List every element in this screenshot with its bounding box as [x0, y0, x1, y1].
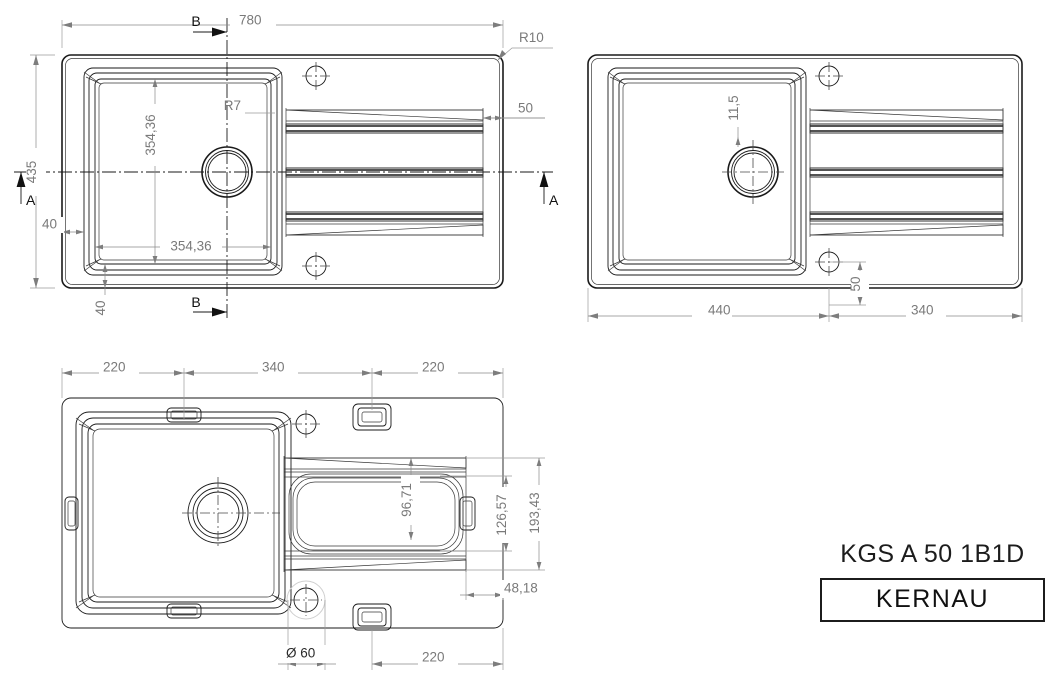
dim-label-edge-left: 40: [42, 217, 57, 232]
fixing-hole-bottom: [302, 252, 330, 280]
fixing3-hole-top: [292, 410, 320, 438]
dim-label-435: 435: [24, 161, 39, 184]
dim-label-mid-height: 126,57: [494, 494, 509, 535]
bowl2-corner-bevel-br: [788, 258, 807, 272]
bowl2-corner-bevel-bl: [607, 258, 626, 272]
bowl-corner-bevel-tl: [83, 71, 102, 85]
bowl-corner-bevel-tr: [264, 71, 283, 85]
sink-outer-body: [61, 54, 504, 289]
bowl-wall: [94, 78, 272, 265]
drainer-grooves: [285, 108, 484, 237]
view-second-plan: 11,5 440 340 50: [587, 54, 1023, 322]
dim-outer-height-19343: 193,43: [466, 457, 549, 571]
brand-logo-text: KERNAU: [875, 585, 990, 613]
section-mark-a-right: A: [539, 172, 559, 208]
view-bottom-plan: 220 340 220 96,71: [61, 360, 549, 670]
mounting-clip-right: [459, 496, 476, 531]
dim-label-bowl-span: 440: [708, 303, 731, 318]
dim-label-right-span: 220: [422, 360, 445, 375]
dim-overall-height-435: 435: [24, 54, 55, 289]
dim-label-bowl-width: 354,36: [170, 239, 211, 254]
bowl-corner-bevel-br: [264, 258, 283, 272]
dim-drainer-span-340: 340: [829, 288, 1023, 322]
dim-label-inner-height: 96,71: [399, 483, 414, 517]
bowl-rim-inner: [88, 72, 278, 271]
bowl2-floor: [622, 82, 792, 261]
dim-label-drainer-span: 340: [911, 303, 934, 318]
dim-label-hole-offset: 50: [848, 276, 863, 291]
dim-edge-bottom-40: 40: [93, 264, 114, 321]
dim-label-780: 780: [239, 13, 262, 28]
bowl3-corner-bevel-tr: [271, 417, 292, 432]
mounting-clip-bottom-outer: [352, 603, 392, 631]
section-label-a-right: A: [549, 192, 559, 208]
sink3-outer-body: [61, 397, 504, 629]
bowl-corner-bevel-bl: [83, 258, 102, 272]
mounting-clip-left: [64, 496, 79, 531]
section-label-b-bottom: B: [191, 294, 200, 310]
bowl3-corner-bevel-bl: [75, 594, 96, 609]
dim-bowl-width-35436: 354,36: [95, 238, 271, 256]
sink2-outer-body: [587, 54, 1023, 289]
fixing2-hole-top: [815, 62, 843, 90]
dim-label-drain-offset: 11,5: [726, 95, 741, 120]
dim-label-r10: R10: [519, 30, 544, 45]
bowl2-corner-bevel-tr: [788, 71, 807, 85]
fixing-hole-top: [302, 62, 330, 90]
title-block: KGS A 50 1B1D KERNAU: [820, 540, 1045, 622]
bowl3-corner-bevel-tl: [75, 417, 96, 432]
bowl3-rim-outer: [75, 411, 292, 615]
brand-box: KERNAU: [820, 578, 1045, 622]
drainer2-grooves: [809, 108, 1004, 237]
bowl2-corner-bevel-tl: [607, 71, 626, 85]
dim-edge-left-40: 40: [40, 217, 84, 235]
bowl-rim-outer: [83, 67, 283, 276]
dim-label-outer-height: 193,43: [527, 492, 542, 533]
bowl3-rim-inner: [81, 417, 286, 609]
dim-overall-width-780: 780: [61, 13, 504, 48]
dim-label-tap-hole: Ø 60: [286, 646, 315, 661]
dim-bottom-top-row: 220 340 220: [61, 360, 504, 420]
drainer3-underside: [283, 456, 467, 572]
dim-bowl-span-440: 440: [587, 288, 830, 322]
dim-bowl-height-35436: 354,36: [143, 79, 165, 264]
callout-r7: R7: [224, 98, 275, 114]
model-designation: KGS A 50 1B1D: [840, 540, 1025, 568]
dim-inner-height-9671: 96,71: [399, 458, 420, 540]
dim-label-left-span: 220: [103, 360, 126, 375]
view-top-plan: 780 435 354,36 354,36: [14, 13, 559, 321]
bowl2-wall: [618, 78, 796, 265]
section-mark-a-left: A: [16, 172, 36, 208]
callout-r10: R10: [497, 30, 553, 61]
dim-hole-offset-50: 50: [829, 261, 869, 306]
dim-drain-offset-115: 11,5: [726, 93, 746, 147]
dim-label-mid-span: 340: [262, 360, 285, 375]
dim-tap-hole-d60: Ø 60: [278, 600, 336, 670]
section-label-b-top: B: [191, 13, 200, 29]
dim-label-offset-right: 48,18: [504, 581, 538, 596]
sink2-outer-body-inner-offset: [591, 58, 1019, 285]
dim-label-groove-offset: 50: [518, 101, 533, 116]
dim-groove-offset-50: 50: [483, 100, 545, 121]
dim-label-bottom-span: 220: [422, 650, 445, 665]
sink-outer-body-inner-offset: [65, 58, 500, 285]
section-mark-b-bottom: B: [191, 294, 227, 317]
section-mark-b-top: B: [191, 13, 227, 37]
section-label-a-left: A: [26, 192, 36, 208]
dim-label-r7: R7: [224, 98, 241, 113]
bowl2-rim-outer: [607, 67, 807, 276]
tap-hole: [286, 580, 326, 620]
bowl-floor: [98, 82, 268, 261]
dim-label-edge-bottom: 40: [93, 300, 108, 315]
dim-label-bowl-height: 354,36: [143, 114, 158, 155]
dim-offset-right-4818: 48,18: [460, 570, 548, 600]
bowl2-rim-inner: [612, 72, 802, 271]
mounting-clip-bottom-inner: [166, 603, 202, 619]
dim-mid-height-12657: 126,57: [440, 475, 516, 552]
dim-bottom-span-220: 220: [371, 628, 504, 670]
